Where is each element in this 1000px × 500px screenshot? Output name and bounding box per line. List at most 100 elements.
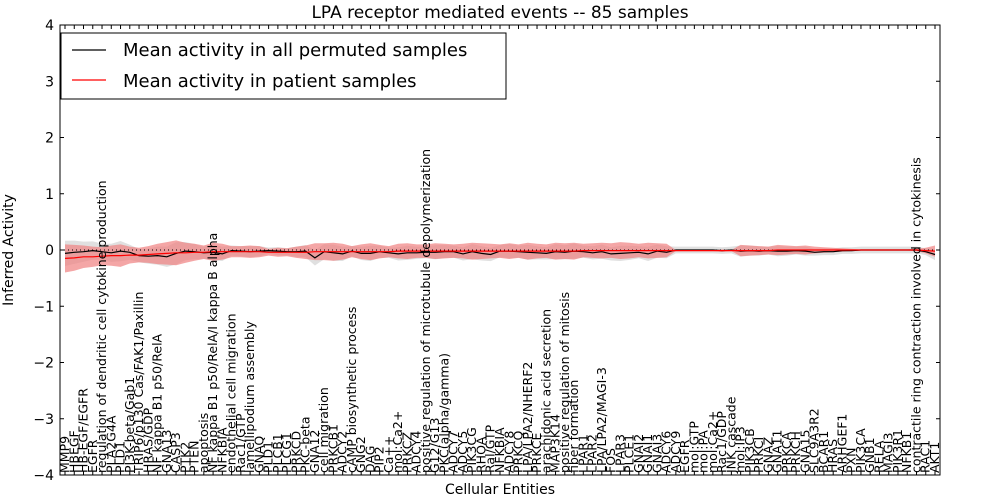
category-label: apoptosis (196, 413, 211, 473)
category-label: CASP3 (168, 432, 183, 473)
category-label: PRKCE (529, 433, 544, 473)
category-label: PRKCD (288, 431, 303, 473)
category-label: Ral/GTP (483, 424, 498, 473)
category-label: JNK cascade (723, 396, 738, 474)
category-label: ARHGEF1 (834, 414, 849, 473)
category-label: cAMP biosynthetic process (344, 307, 359, 473)
category-label: ADCY4 (409, 431, 424, 473)
category-label: endothelial cell migration (224, 313, 239, 473)
category-label: RELA (872, 440, 887, 473)
category-label: Rac1/GTP (233, 413, 248, 473)
y-axis-label: Inferred Activity (1, 194, 17, 306)
category-label: PRKCH (788, 431, 803, 473)
category-label: GNA15 (797, 430, 812, 474)
category-label: lamellipodium assembly (242, 321, 257, 473)
category-label: HB-EGF/EGFR (76, 388, 91, 473)
category-label: HRAS (825, 439, 840, 473)
category-label: PIK3R1 (890, 429, 905, 473)
category-label: G12/G13 (427, 418, 442, 473)
category-label: HBEGF (66, 430, 81, 473)
category-label: arachidonic acid secretion (538, 309, 553, 473)
category-label: PKC(alpha/gamma) (437, 353, 452, 473)
line-layer (60, 249, 940, 259)
category-label: BCAR1 (816, 431, 831, 473)
legend-label-patient: Mean activity in patient samples (123, 71, 417, 92)
category-label: LPAR2 (585, 434, 600, 473)
category-label: positive regulation of mitosis (557, 292, 572, 473)
category-label: MAP3K14 (548, 414, 563, 473)
category-label: EGFR (85, 439, 100, 473)
category-label: PTK2 (177, 442, 192, 473)
category-label: LPAR1 (575, 434, 590, 473)
category-label: RAC1 (918, 440, 933, 473)
category-label: GNAI2 (631, 434, 646, 473)
category-label: NFKB1 (899, 432, 914, 473)
category-label: regulation of dendritic cell cytokine pr… (94, 180, 109, 473)
category-label: HRAS/GDP (140, 407, 155, 473)
category-label: PLA2G4A (103, 415, 118, 473)
legend-label-permuted: Mean activity in all permuted samples (123, 40, 467, 61)
category-label: PRKCQ (511, 431, 526, 473)
y-tick-label: 2 (45, 131, 54, 147)
category-label: mol:PA (696, 430, 711, 473)
category-label: PXN (844, 448, 859, 473)
category-label: positive regulation of microtubule depol… (418, 149, 433, 473)
category-label: PRKCZ (399, 432, 414, 473)
category-label: GNG2 (353, 436, 368, 473)
category-label: PRKCA (779, 432, 794, 473)
category-label: MAGI3 (881, 433, 896, 473)
category-label: ADCY2 (335, 431, 350, 473)
category-label: Rac1/GDP (714, 411, 729, 473)
category-label: GNA13 (159, 430, 174, 474)
category-label: GNAQ (251, 436, 266, 473)
category-label: GNB1 (862, 437, 877, 473)
category-label: contractile ring contraction involved in… (909, 157, 924, 473)
category-label: PLCG1 (279, 432, 294, 473)
category-label: fiber formation (566, 380, 581, 473)
category-label: ADCY9 (668, 431, 683, 473)
category-label: PLCB1 (270, 433, 285, 473)
category-label: TRIP6/p130 Cas/FAK1/Paxillin (131, 292, 146, 474)
legend-box (60, 32, 507, 100)
legend: Mean activity in all permuted samples Me… (60, 32, 507, 100)
category-label: PLD1 (261, 441, 276, 473)
patient-mean-line (64, 249, 936, 259)
category-label: PIK3CB (742, 428, 757, 473)
category-label: NF kappa B1 p50/RelA (150, 333, 165, 473)
category-label: PLD1 (113, 441, 128, 473)
category-label: mol:IP3 (733, 426, 748, 473)
category-label: GNAI3 (649, 434, 664, 473)
patient-band (65, 240, 935, 273)
category-label: FOS (603, 448, 618, 473)
y-tick-label: 3 (45, 74, 54, 90)
category-label: cell migration (316, 387, 331, 473)
category-label: ADCY8 (501, 431, 516, 473)
category-label: GNA11 (770, 430, 785, 474)
category-label: ADCY6 (659, 431, 674, 473)
category-label: PTEN (187, 441, 202, 473)
category-label: PLCE1 (622, 434, 637, 473)
category-label: mol:Ca2+ (705, 411, 720, 473)
y-tick-label: 1 (45, 187, 54, 203)
category-label: PKC-beta (298, 417, 313, 473)
category-label: NFKBIA (214, 427, 229, 473)
category-label: ADCY7 (446, 431, 461, 473)
y-tick-label: −3 (33, 412, 54, 428)
y-tick-label: −2 (33, 356, 54, 372)
category-label: EGFR (677, 439, 692, 473)
category-label: GNAZ (760, 437, 775, 473)
category-label: PI3K-beta/Gab1 (122, 377, 137, 473)
category-label: LPAR3 (612, 434, 627, 473)
category-label: SLC9A3R2 (807, 408, 822, 473)
category-label: mol:Ca2+ (390, 411, 405, 473)
category-label: PIP2 (372, 446, 387, 473)
category-label: ADCY5 (455, 431, 470, 473)
y-tick-label: −4 (33, 468, 54, 484)
category-label: Ca++ (381, 436, 396, 473)
y-tick-label: 4 (45, 18, 54, 34)
category-label: NF kappa B1 p50/RelA/I kappa B alpha (205, 233, 220, 473)
category-label: PIK3CA (853, 428, 868, 473)
